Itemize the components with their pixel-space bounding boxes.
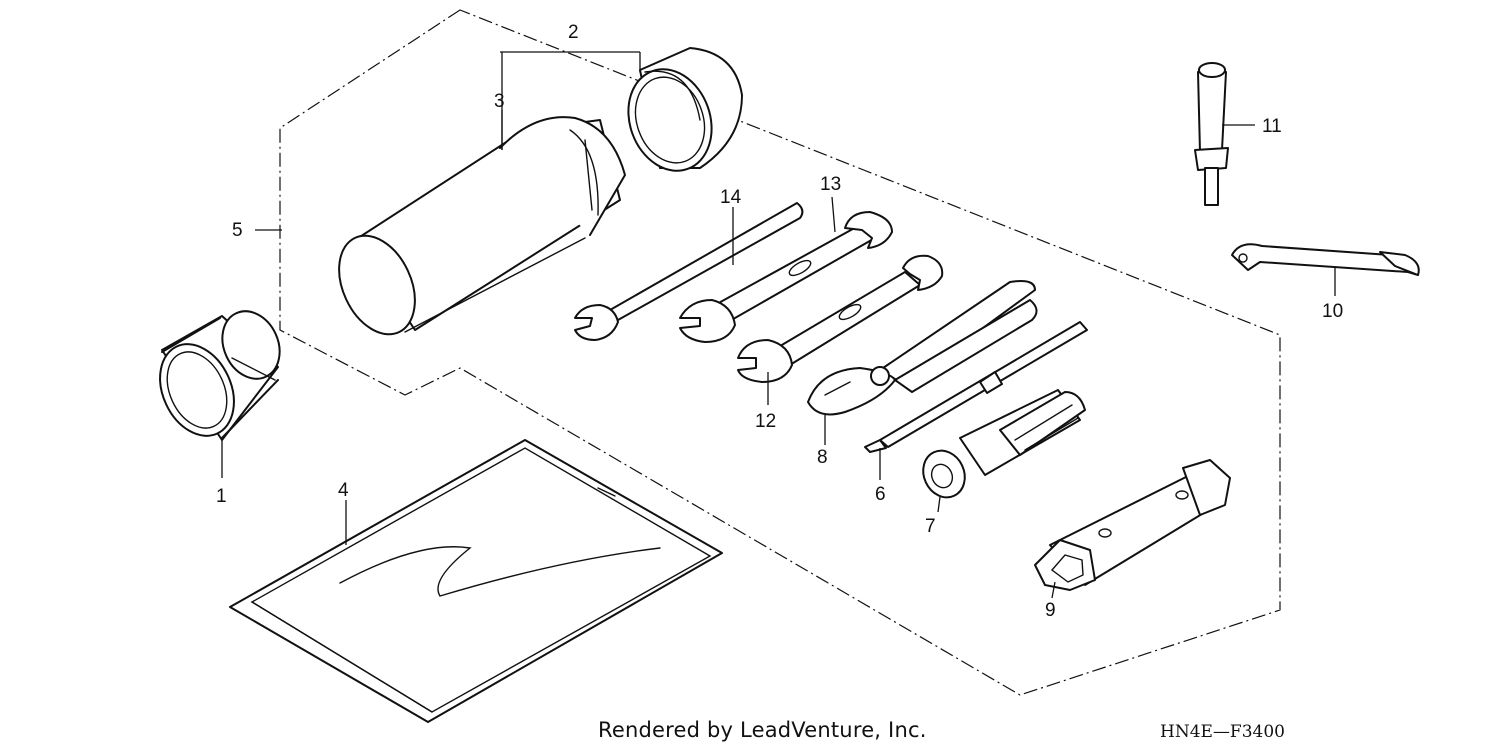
- callout-11: 11: [1262, 116, 1282, 137]
- part-11-grip[interactable]: [1194, 62, 1229, 206]
- callout-4: 4: [338, 480, 349, 501]
- part-6-screwdriver[interactable]: [864, 321, 1088, 453]
- part-8-pliers[interactable]: [807, 280, 1038, 416]
- part-1-sleeve[interactable]: [146, 302, 290, 448]
- callout-12: 12: [755, 411, 776, 432]
- part-12-wrench[interactable]: [737, 254, 944, 383]
- callout-3: 3: [494, 91, 505, 112]
- callout-labels: 1 2 3 4 5 6 7 8 9 10 11 12 13 14: [216, 22, 1343, 621]
- part-10-handle-bar[interactable]: [1231, 243, 1420, 276]
- callout-9: 9: [1045, 600, 1056, 621]
- callout-14: 14: [720, 187, 742, 208]
- part-13-wrench[interactable]: [679, 211, 893, 343]
- part-14-wrench[interactable]: [574, 202, 804, 341]
- part-9-box-spanner[interactable]: [1034, 459, 1231, 591]
- callout-5: 5: [232, 220, 243, 241]
- callout-10: 10: [1322, 301, 1343, 322]
- callout-13: 13: [820, 174, 841, 195]
- kit-boundary: [279, 9, 1281, 696]
- diagram-code: HN4E—F3400: [1160, 722, 1285, 742]
- render-credit: Rendered by LeadVenture, Inc.: [598, 718, 927, 742]
- part-5-tool-case[interactable]: [324, 116, 626, 346]
- leader-lines: [221, 51, 1336, 599]
- callout-8: 8: [817, 447, 828, 468]
- part-2-case-cap[interactable]: [615, 47, 743, 183]
- callout-1: 1: [216, 486, 227, 507]
- callout-2: 2: [568, 22, 579, 43]
- callout-6: 6: [875, 484, 886, 505]
- part-7-socket-handle[interactable]: [916, 389, 1086, 504]
- callout-7: 7: [925, 516, 936, 537]
- part-4-manual-pouch[interactable]: [229, 439, 723, 723]
